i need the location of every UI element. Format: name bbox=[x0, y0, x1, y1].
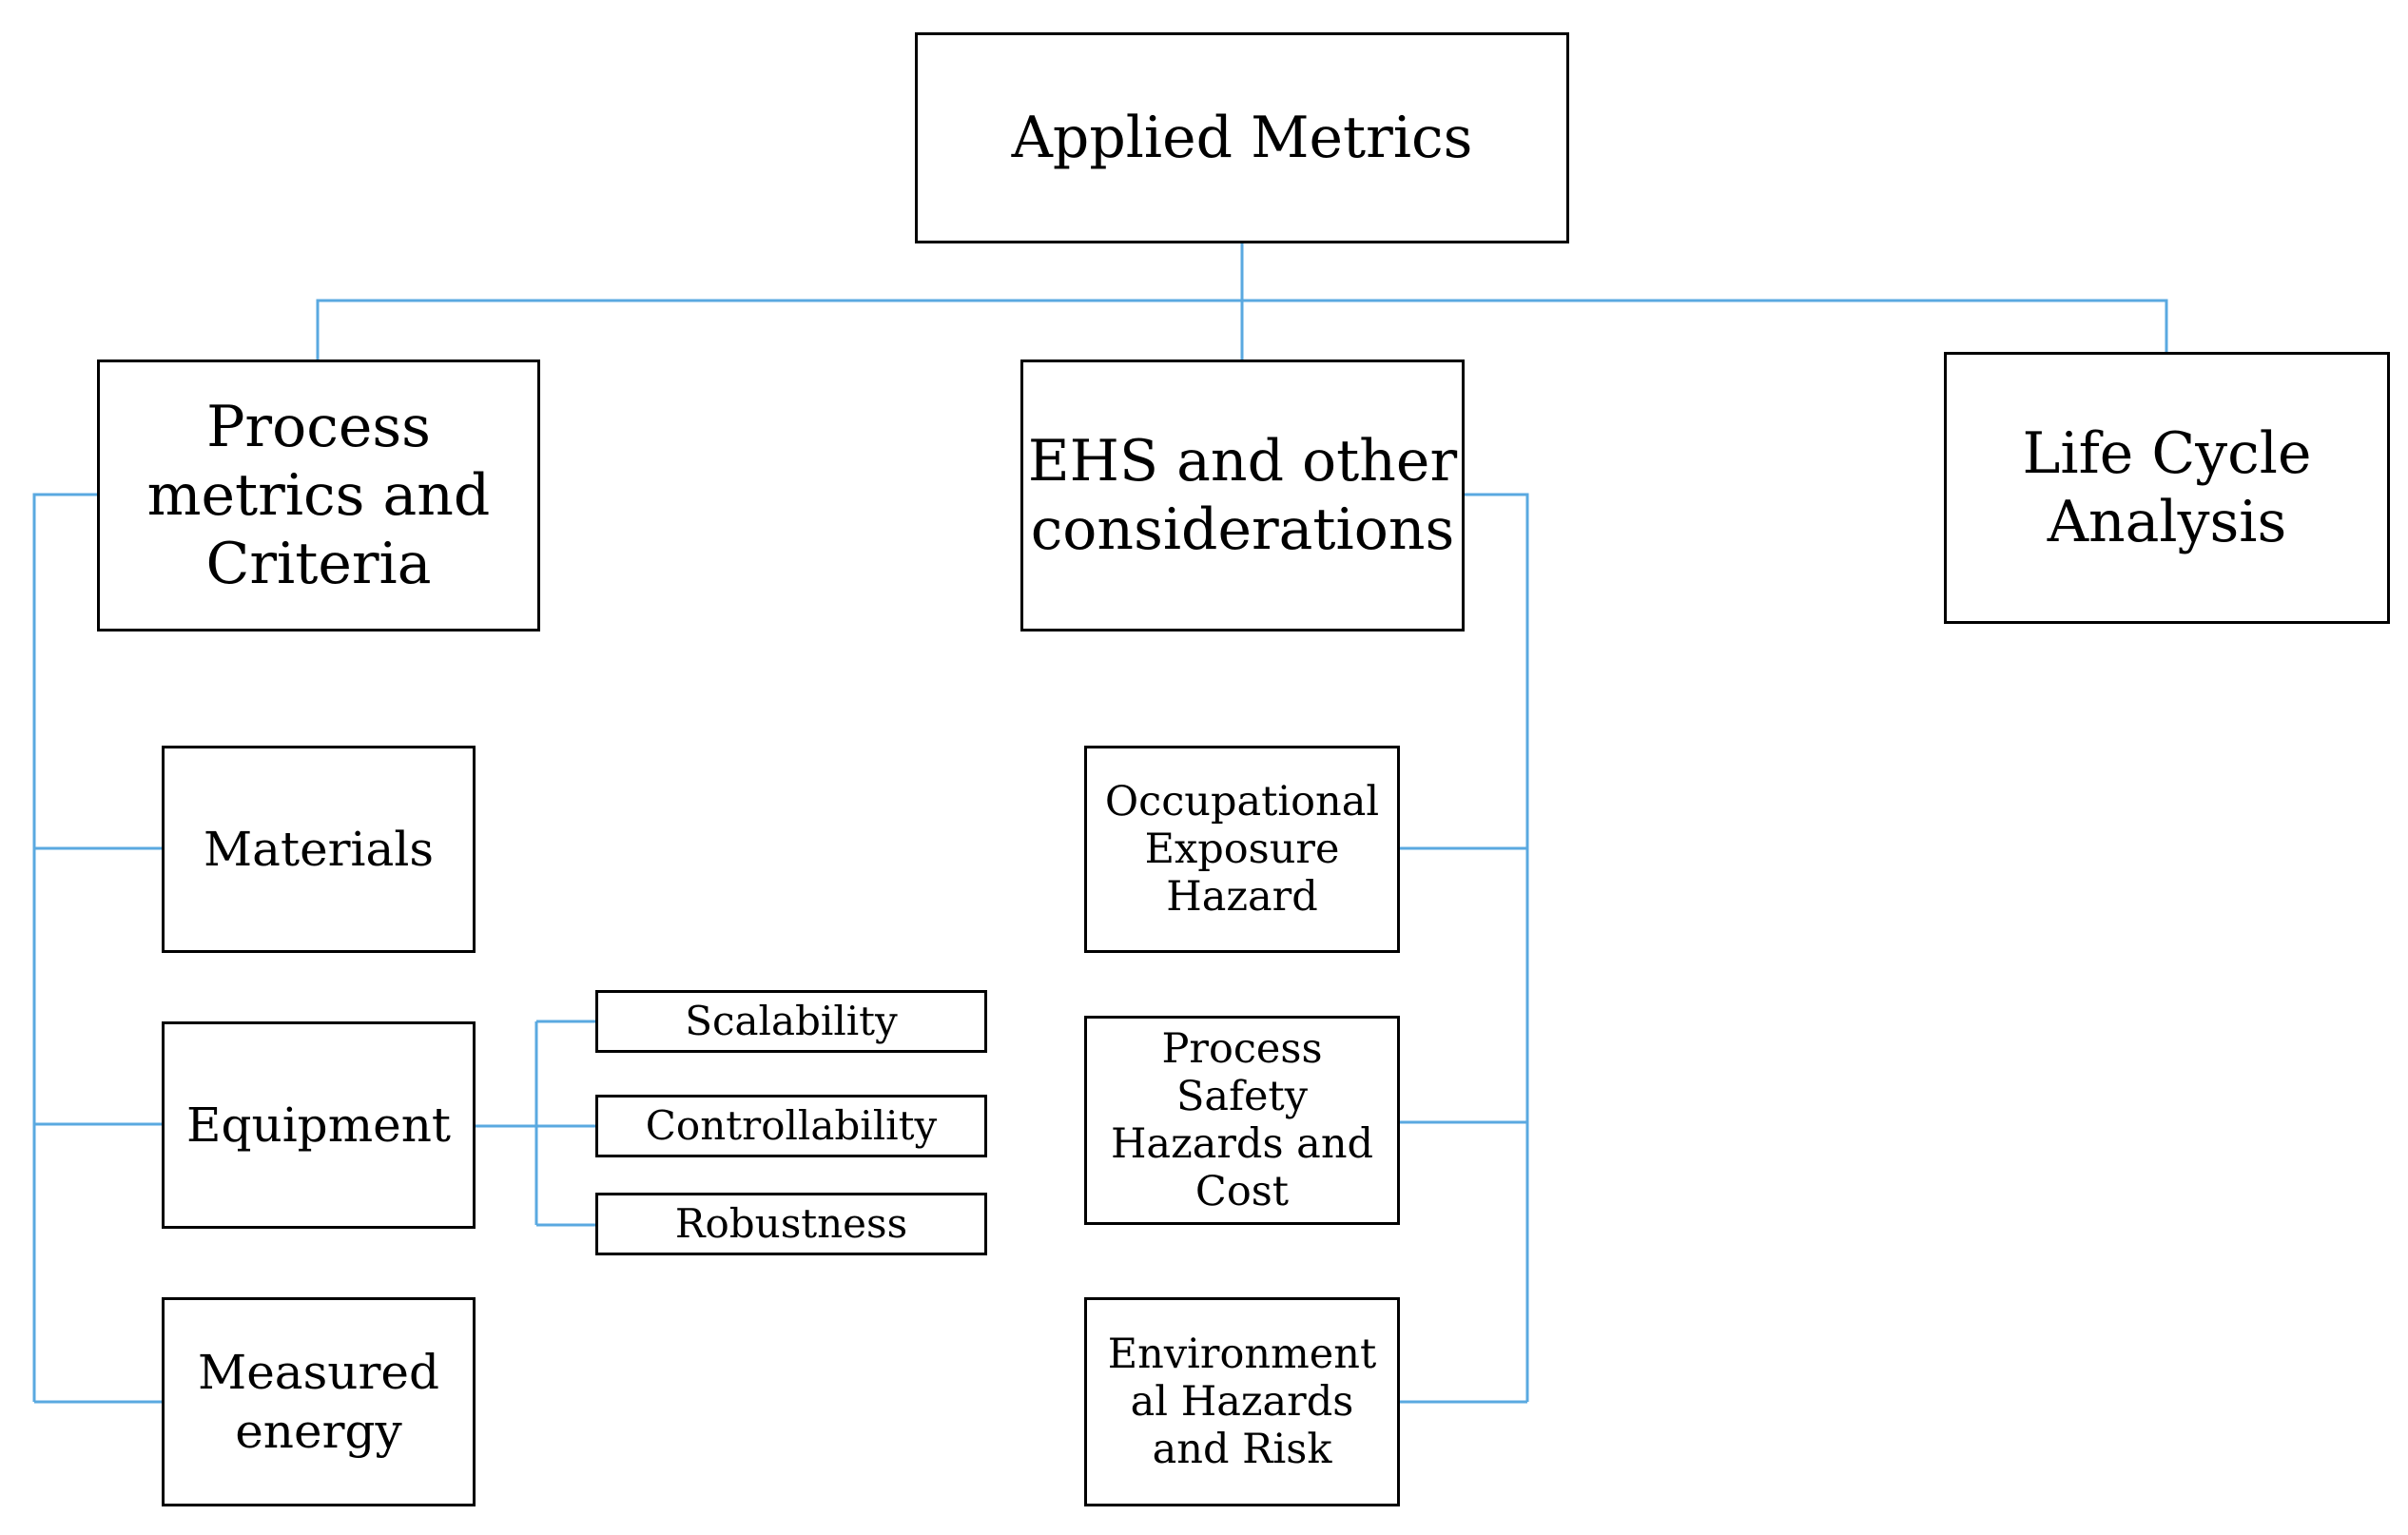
leaf-node-label: Occupational Exposure Hazard bbox=[1104, 778, 1380, 921]
leaf-node-label: Materials bbox=[203, 822, 435, 877]
leaf-node-materials: Materials bbox=[162, 746, 476, 953]
sub-node-label: Scalability bbox=[685, 998, 898, 1044]
leaf-node-label: Environment al Hazards and Risk bbox=[1107, 1331, 1377, 1473]
leaf-node-label: Equipment bbox=[185, 1098, 451, 1153]
sub-node-scalability: Scalability bbox=[595, 990, 987, 1053]
sub-node-label: Robustness bbox=[674, 1200, 908, 1247]
sub-node-label: Controllability bbox=[645, 1102, 938, 1149]
branch-node-ehs: EHS and other considerations bbox=[1020, 359, 1465, 631]
connector-root-right bbox=[1242, 299, 2168, 352]
connector-ehs-spine bbox=[1463, 493, 1529, 1402]
branch-node-label: Process metrics and Criteria bbox=[146, 394, 491, 597]
root-node-applied-metrics: Applied Metrics bbox=[915, 32, 1569, 243]
leaf-node-process-safety: Process Safety Hazards and Cost bbox=[1084, 1016, 1400, 1225]
branch-node-process-metrics: Process metrics and Criteria bbox=[97, 359, 540, 631]
leaf-node-measured-energy: Measured energy bbox=[162, 1297, 476, 1506]
leaf-node-label: Process Safety Hazards and Cost bbox=[1110, 1025, 1374, 1215]
leaf-node-occupational-exposure: Occupational Exposure Hazard bbox=[1084, 746, 1400, 953]
branch-node-label: EHS and other considerations bbox=[1027, 428, 1458, 563]
sub-node-controllability: Controllability bbox=[595, 1095, 987, 1157]
branch-node-label: Life Cycle Analysis bbox=[2022, 420, 2312, 555]
connector-root-left bbox=[316, 299, 1242, 359]
leaf-node-label: Measured energy bbox=[198, 1345, 439, 1459]
branch-node-life-cycle-analysis: Life Cycle Analysis bbox=[1944, 352, 2390, 624]
root-node-label: Applied Metrics bbox=[1011, 105, 1473, 171]
sub-node-robustness: Robustness bbox=[595, 1193, 987, 1255]
connector-process-spine bbox=[32, 493, 97, 1402]
leaf-node-equipment: Equipment bbox=[162, 1021, 476, 1229]
leaf-node-environmental-hazards: Environment al Hazards and Risk bbox=[1084, 1297, 1400, 1506]
